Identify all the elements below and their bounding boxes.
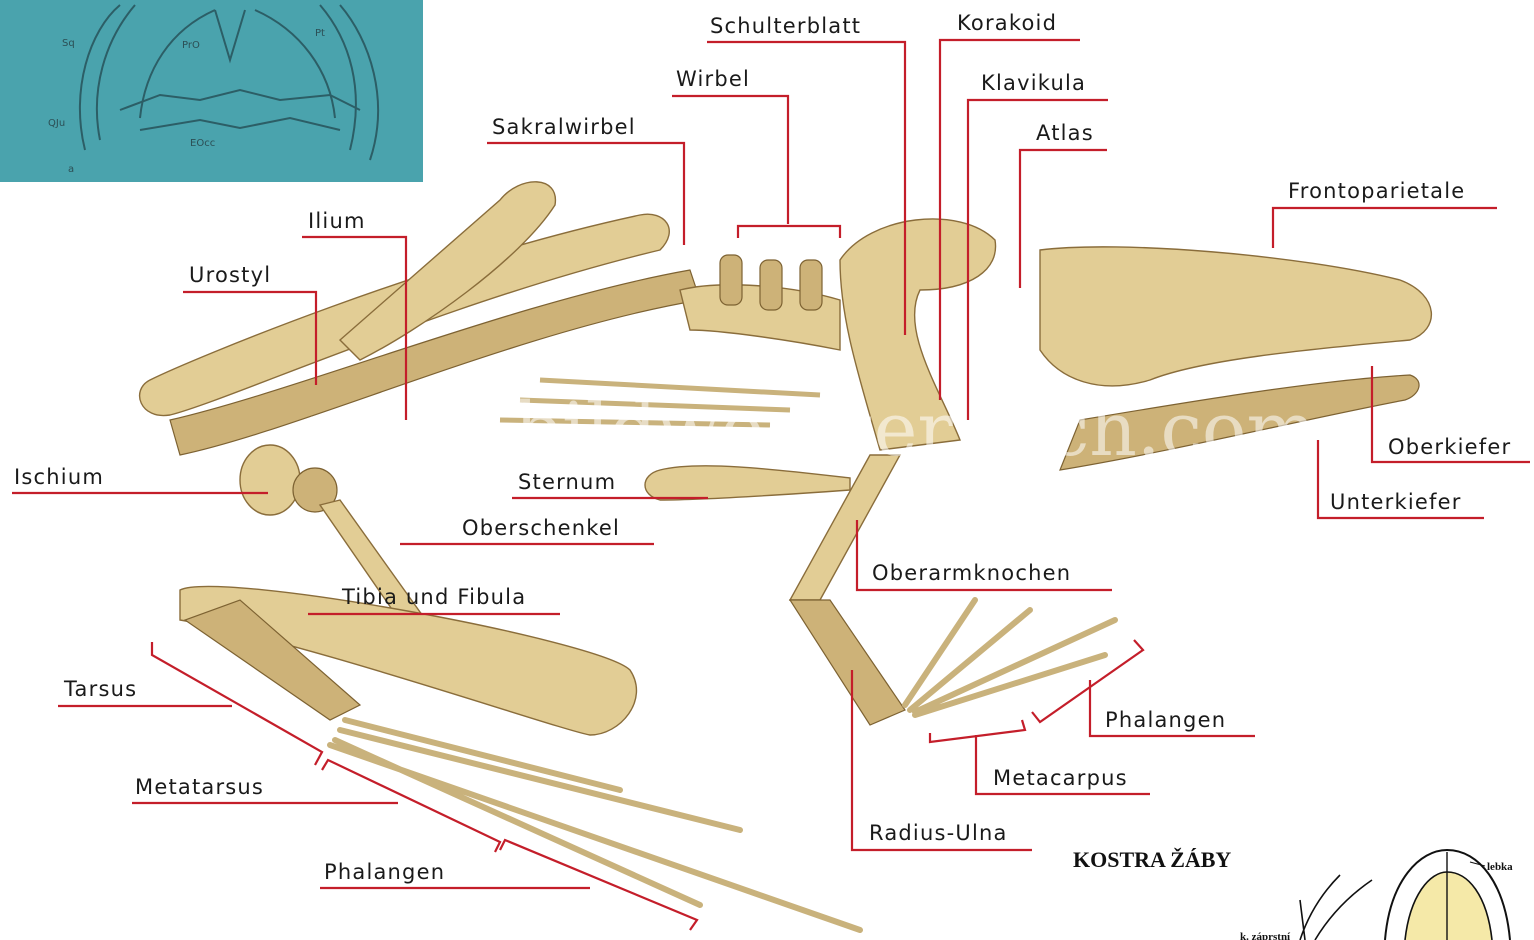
label-radius-ulna: Radius-Ulna [869, 821, 1008, 845]
label-urostyl: Urostyl [189, 263, 271, 287]
label-frontoparietale: Frontoparietale [1288, 179, 1465, 203]
label-metacarpus: Metacarpus [993, 766, 1128, 790]
corner-title: KOSTRA ŽÁBY [1073, 847, 1231, 872]
leader-metatarsus [132, 760, 500, 852]
corner-label-zaprstni: k. záprstní [1240, 931, 1291, 940]
corner-label-lebka: lebka [1487, 861, 1513, 873]
watermark: www.bildwoerterbuch.com [310, 387, 1317, 473]
inset-label-pro: PrO [182, 40, 200, 51]
inset-label-qju: QJu [48, 118, 65, 129]
label-sternum: Sternum [518, 470, 616, 494]
label-oberschenkel: Oberschenkel [462, 516, 620, 540]
inset-skull-drawing: Sq PrO Pt QJu EOcc a [0, 0, 423, 182]
corner-hand-bones [1300, 875, 1372, 940]
label-unterkiefer: Unterkiefer [1330, 490, 1462, 514]
bone-foot-toes [330, 720, 860, 930]
leader-frontoparietale [1273, 208, 1497, 248]
label-atlas: Atlas [1036, 121, 1094, 145]
bone-hand-fingers [905, 600, 1115, 715]
label-schulterblatt: Schulterblatt [710, 14, 861, 38]
bone-vertebra-3 [800, 260, 822, 310]
corner-kostra: KOSTRA ŽÁBY lebka k. záprstní [1073, 847, 1513, 940]
label-oberarmknochen: Oberarmknochen [872, 561, 1071, 585]
label-tarsus: Tarsus [63, 677, 137, 701]
inset-label-pt: Pt [315, 28, 325, 39]
label-phalangen-hand: Phalangen [1105, 708, 1226, 732]
label-ischium: Ischium [14, 465, 104, 489]
label-klavikula: Klavikula [981, 71, 1086, 95]
label-wirbel: Wirbel [676, 67, 750, 91]
label-korakoid: Korakoid [957, 11, 1057, 35]
label-metatarsus: Metatarsus [135, 775, 264, 799]
inset-label-eocc: EOcc [190, 138, 215, 149]
skeleton-illustration [140, 182, 1432, 930]
label-oberkiefer: Oberkiefer [1388, 435, 1511, 459]
leader-wirbel [672, 96, 840, 238]
bone-skull [1040, 247, 1431, 386]
label-tibia-fibula: Tibia und Fibula [341, 585, 526, 609]
inset-label-a: a [68, 164, 74, 175]
bone-ischium [240, 445, 300, 515]
inset-label-sq: Sq [62, 38, 75, 49]
bone-vertebra-2 [760, 260, 782, 310]
inset-background [0, 0, 423, 182]
bone-radius-ulna [790, 600, 905, 725]
bone-vertebra-1 [720, 255, 742, 305]
label-sakralwirbel: Sakralwirbel [492, 115, 636, 139]
label-ilium: Ilium [308, 209, 366, 233]
label-phalangen-foot: Phalangen [324, 860, 445, 884]
corner-skull-inner [1405, 872, 1492, 940]
